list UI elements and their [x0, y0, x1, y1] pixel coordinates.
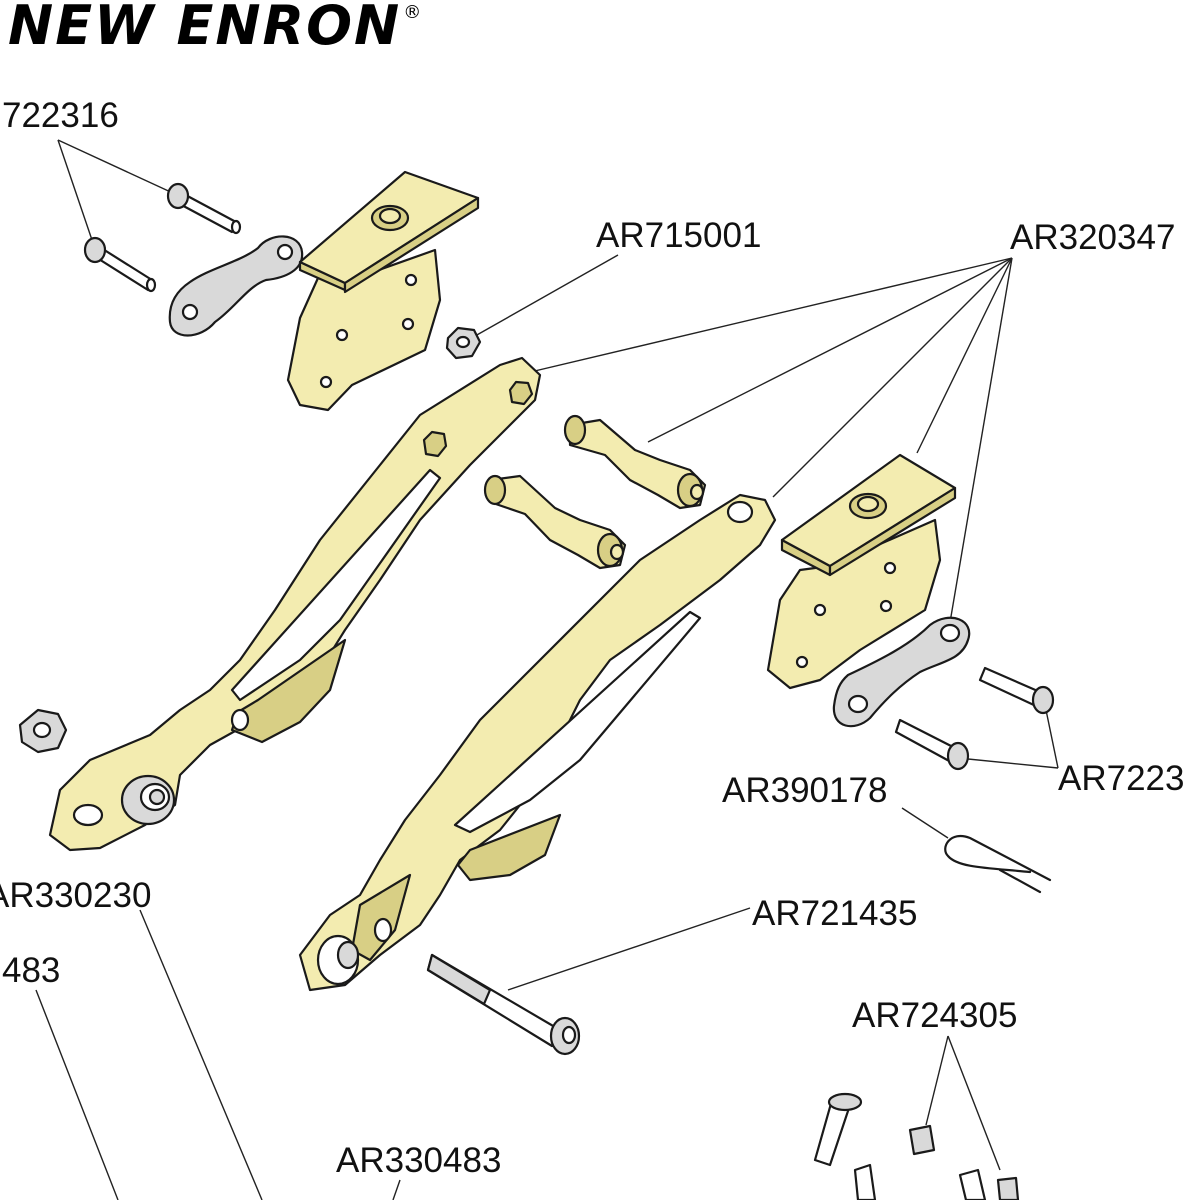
- lock-nut-top: [445, 326, 482, 360]
- bracket-top: [286, 170, 480, 412]
- top-left-bolts: [83, 182, 242, 293]
- suspension-arm-right: [298, 493, 777, 992]
- label-pin: AR390178: [722, 771, 887, 810]
- pivot-bushing-left: [120, 774, 176, 826]
- bushing-upper: [563, 414, 707, 510]
- label-left-lower: 483: [2, 951, 60, 990]
- brand-name: NEW ENRON: [8, 0, 402, 57]
- bottom-right-screws: [813, 1092, 1020, 1200]
- brand-logo: NEW ENRON®: [8, 0, 423, 57]
- link-plate-top: [168, 235, 304, 337]
- link-pin-bolt: [426, 953, 581, 1056]
- label-nut: AR715001: [596, 216, 761, 255]
- label-link-pin: AR721435: [752, 894, 917, 933]
- lock-nut-left: [18, 708, 68, 754]
- link-plate-right: [832, 616, 971, 728]
- label-bottom-center: AR330483: [336, 1141, 501, 1180]
- label-bushing: AR320347: [1010, 218, 1175, 257]
- bolt-upper: [166, 182, 242, 235]
- label-left-arm: AR330230: [0, 876, 151, 915]
- bushing-lower: [483, 474, 627, 570]
- part-labels: 722316 AR715001 AR320347 AR7223 AR390178…: [0, 96, 1184, 1180]
- registered-mark: ®: [403, 2, 424, 23]
- label-bottom-right: AR724305: [852, 996, 1017, 1035]
- label-top-left-bolts: 722316: [2, 96, 119, 135]
- leader-lines: [35, 139, 1059, 1200]
- right-bolts: [894, 666, 1055, 771]
- label-right-bolts: AR7223: [1058, 759, 1184, 798]
- bracket-right: [766, 453, 957, 690]
- r-clip-pin: [944, 835, 1052, 894]
- suspension-arm-left: [48, 356, 542, 852]
- bolt-lower: [83, 236, 157, 293]
